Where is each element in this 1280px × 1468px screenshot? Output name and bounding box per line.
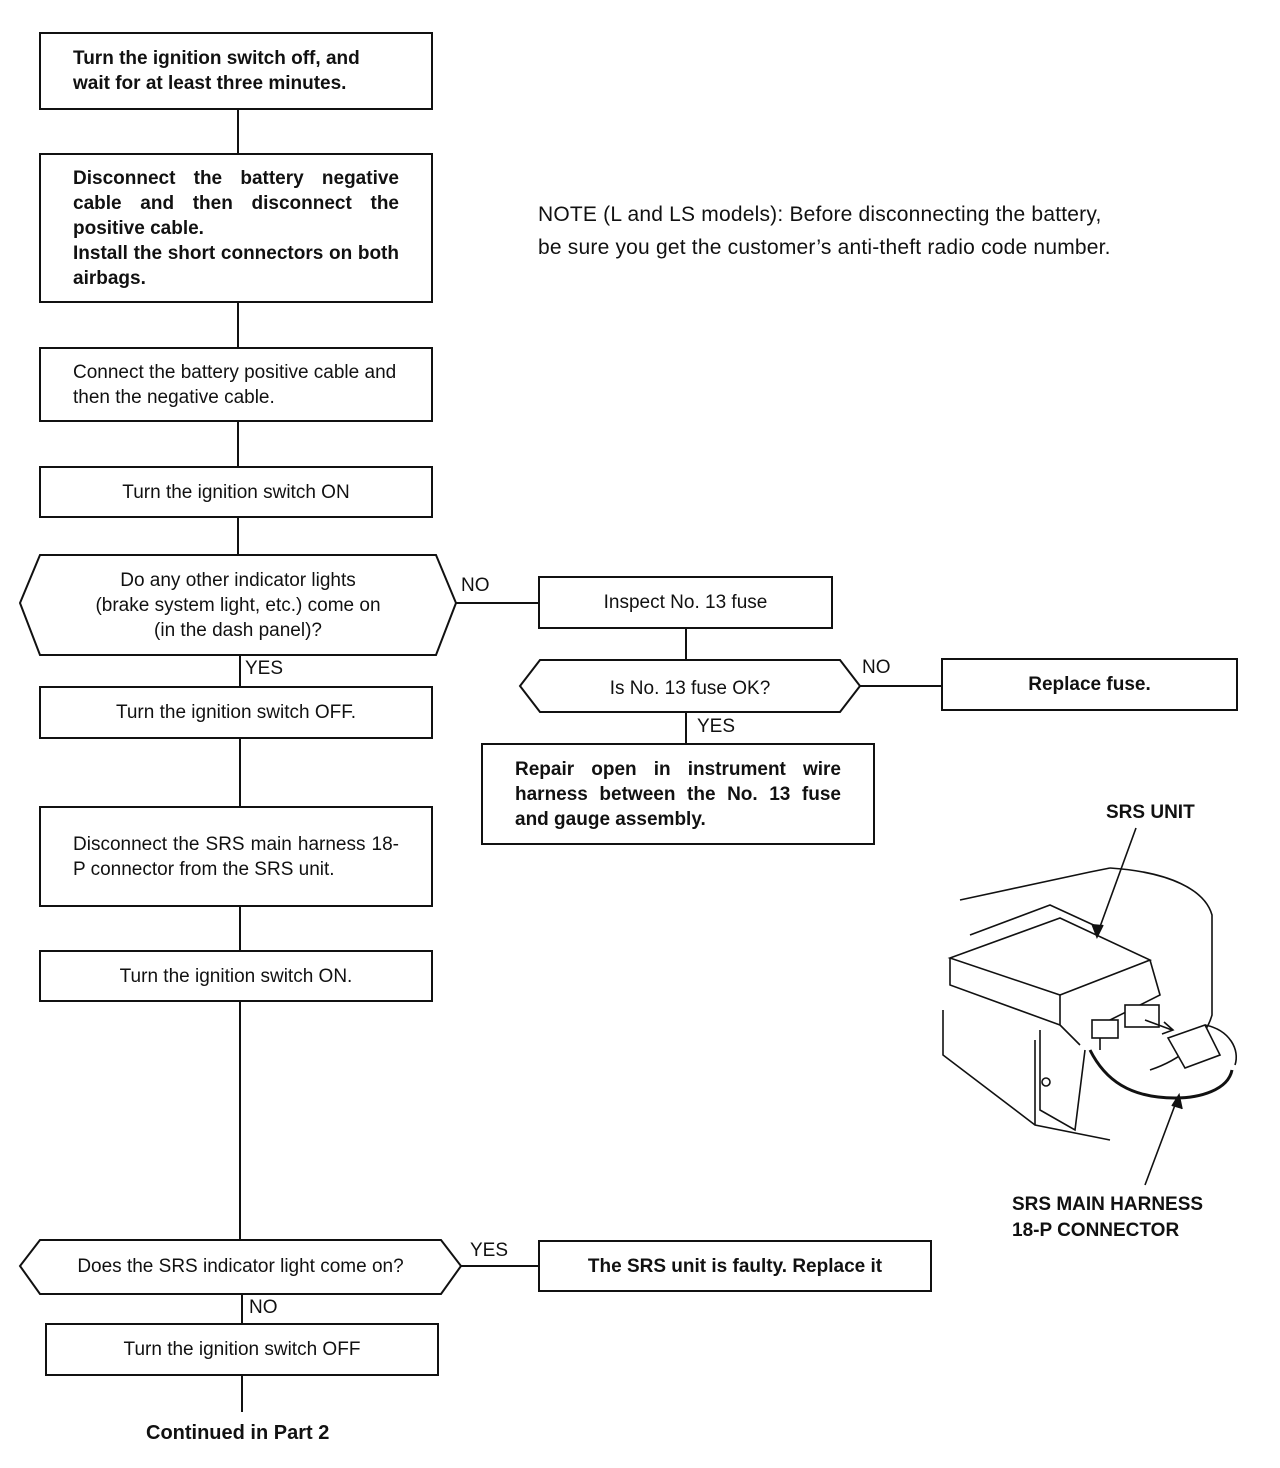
step-replace-fuse: Replace fuse. xyxy=(941,658,1238,711)
decision-srs-light-shape xyxy=(18,1239,463,1295)
step-ignition-off-1: Turn the ignition switch OFF. xyxy=(39,686,433,739)
step-wait-three-minutes: Turn the ignition switch off, and wait f… xyxy=(39,32,433,110)
step-repair-open-text: Repair open in instrument wire harness b… xyxy=(515,758,841,830)
decision-indicator-lights-text: Do any other indicator lights (brake sys… xyxy=(95,570,381,641)
label-yes-srs: YES xyxy=(470,1240,509,1261)
step-srs-faulty: The SRS unit is faulty. Replace it xyxy=(538,1240,932,1292)
step-ignition-on-2: Turn the ignition switch ON. xyxy=(39,950,433,1002)
note-radio-code: NOTE (L and LS models): Before disconnec… xyxy=(538,203,1111,259)
step-ignition-on: Turn the ignition switch ON xyxy=(39,466,433,518)
step-ignition-on-text: Turn the ignition switch ON xyxy=(122,481,350,503)
step-wait-three-minutes-text: Turn the ignition switch off, and wait f… xyxy=(73,48,360,94)
step-disconnect-battery-text: Disconnect the battery negative cable an… xyxy=(73,167,399,289)
decision-fuse-ok-text: Is No. 13 fuse OK? xyxy=(609,678,771,699)
step-connect-battery: Connect the battery positive cable and t… xyxy=(39,347,433,422)
step-replace-fuse-text: Replace fuse. xyxy=(1028,674,1151,695)
decision-srs-light-text: Does the SRS indicator light come on? xyxy=(77,1256,404,1277)
step-inspect-fuse-text: Inspect No. 13 fuse xyxy=(603,592,768,613)
label-no-indicator: NO xyxy=(461,575,490,596)
label-no-srs: NO xyxy=(249,1297,278,1318)
step-ignition-off-1-text: Turn the ignition switch OFF. xyxy=(115,702,357,723)
step-srs-faulty-text: The SRS unit is faulty. Replace it xyxy=(587,1255,883,1277)
label-yes-fuse: YES xyxy=(697,716,736,737)
decision-fuse-ok-shape xyxy=(518,659,862,713)
step-disconnect-srs-harness-text: Disconnect the SRS main harness 18-P con… xyxy=(73,833,399,880)
step-inspect-fuse: Inspect No. 13 fuse xyxy=(538,576,833,629)
label-no-fuse: NO xyxy=(862,657,891,678)
step-ignition-off-2-text: Turn the ignition switch OFF xyxy=(123,1339,361,1360)
step-disconnect-srs-harness: Disconnect the SRS main harness 18-P con… xyxy=(39,806,433,907)
step-connect-battery-text: Connect the battery positive cable and t… xyxy=(73,361,397,408)
step-repair-open: Repair open in instrument wire harness b… xyxy=(481,743,875,845)
srs-unit-label: SRS UNIT xyxy=(1106,802,1195,823)
label-yes-indicator: YES xyxy=(245,658,284,679)
srs-unit-illustration xyxy=(942,827,1237,1186)
step-ignition-off-2: Turn the ignition switch OFF xyxy=(45,1323,439,1376)
srs-connector-label: SRS MAIN HARNESS 18-P CONNECTOR xyxy=(1012,1194,1204,1241)
decision-indicator-lights-shape xyxy=(18,554,458,656)
continued-part-2: Continued in Part 2 xyxy=(146,1422,330,1444)
step-disconnect-battery: Disconnect the battery negative cable an… xyxy=(39,153,433,303)
step-ignition-on-2-text: Turn the ignition switch ON. xyxy=(119,965,353,987)
